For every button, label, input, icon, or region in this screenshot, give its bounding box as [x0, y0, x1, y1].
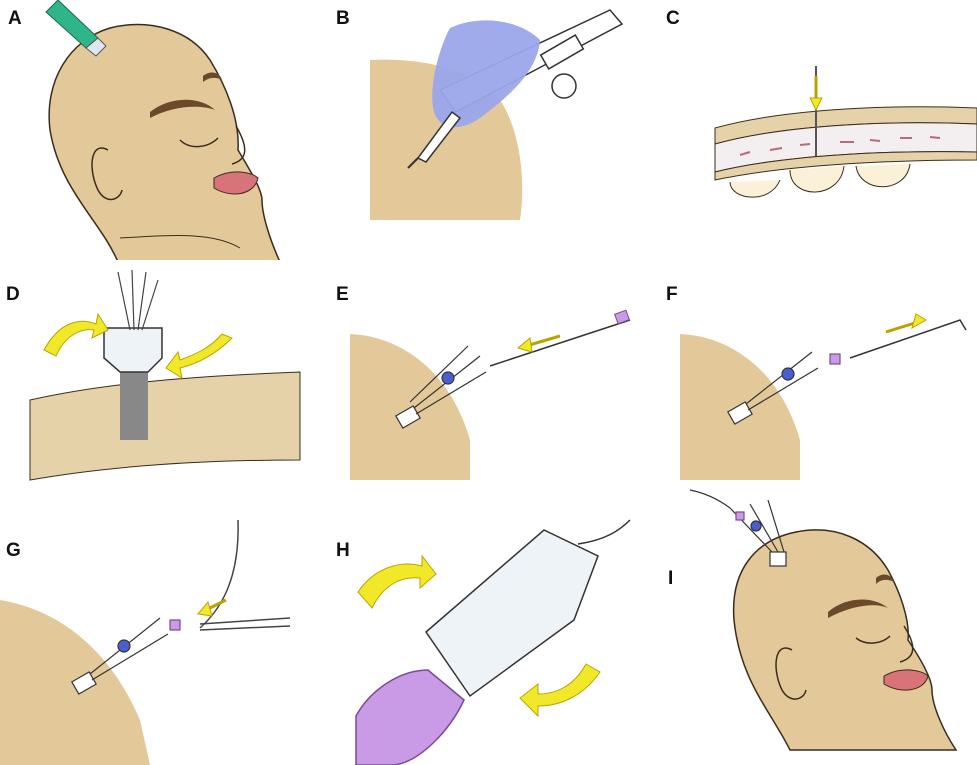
rotate-arrow-bottom — [520, 664, 600, 716]
panel-label-c: C — [666, 8, 680, 30]
panel-label-d: D — [6, 284, 20, 306]
bolt-assembly — [690, 490, 786, 566]
panel-d: D — [0, 260, 330, 500]
panel-e: E — [330, 260, 660, 500]
rotate-arrow-right — [166, 334, 232, 378]
panel-label-i: I — [668, 568, 673, 590]
panel-a: A — [0, 0, 330, 260]
forceps-with-catheter — [200, 520, 290, 630]
panel-g: G — [0, 500, 330, 765]
catheter-insertion-illustration — [0, 500, 330, 765]
panel-c: C — [660, 0, 977, 260]
probe-insertion-illustration — [330, 260, 660, 500]
insertion-arrow — [810, 76, 822, 110]
bolt-body — [426, 530, 598, 696]
bolt-insertion-illustration — [0, 260, 330, 500]
cable-top — [578, 520, 630, 544]
head-scalp-incision-illustration — [0, 0, 330, 260]
catheter-arrow — [198, 600, 226, 616]
skull-section — [30, 372, 300, 480]
stylet-withdrawal-illustration — [660, 260, 977, 500]
panel-label-h: H — [336, 540, 350, 562]
skull-section-needle-illustration — [660, 0, 977, 260]
panel-b: B — [330, 0, 660, 260]
bolt-head — [104, 328, 162, 372]
head-with-bolt-illustration — [660, 480, 977, 765]
rotate-arrow-top — [358, 556, 436, 608]
panel-label-a: A — [8, 8, 22, 30]
panel-f: F — [660, 260, 977, 500]
head — [49, 25, 280, 260]
probe — [490, 320, 630, 366]
gloved-hand — [432, 20, 540, 127]
panel-h: H — [330, 500, 660, 765]
hand-drill-illustration — [330, 0, 660, 260]
panel-label-f: F — [666, 284, 678, 306]
panel-label-g: G — [6, 540, 21, 562]
head — [734, 530, 956, 750]
panel-label-e: E — [336, 284, 349, 306]
withdraw-arrow — [886, 314, 926, 332]
bolt-wires — [118, 270, 158, 330]
panel-i: I — [660, 480, 977, 765]
purple-cap — [356, 670, 464, 765]
compression-cap-illustration — [330, 500, 660, 765]
head-contour — [350, 334, 470, 480]
bolt-screw — [120, 370, 148, 440]
panel-label-b: B — [336, 8, 350, 30]
rotate-arrow-left — [44, 314, 108, 356]
